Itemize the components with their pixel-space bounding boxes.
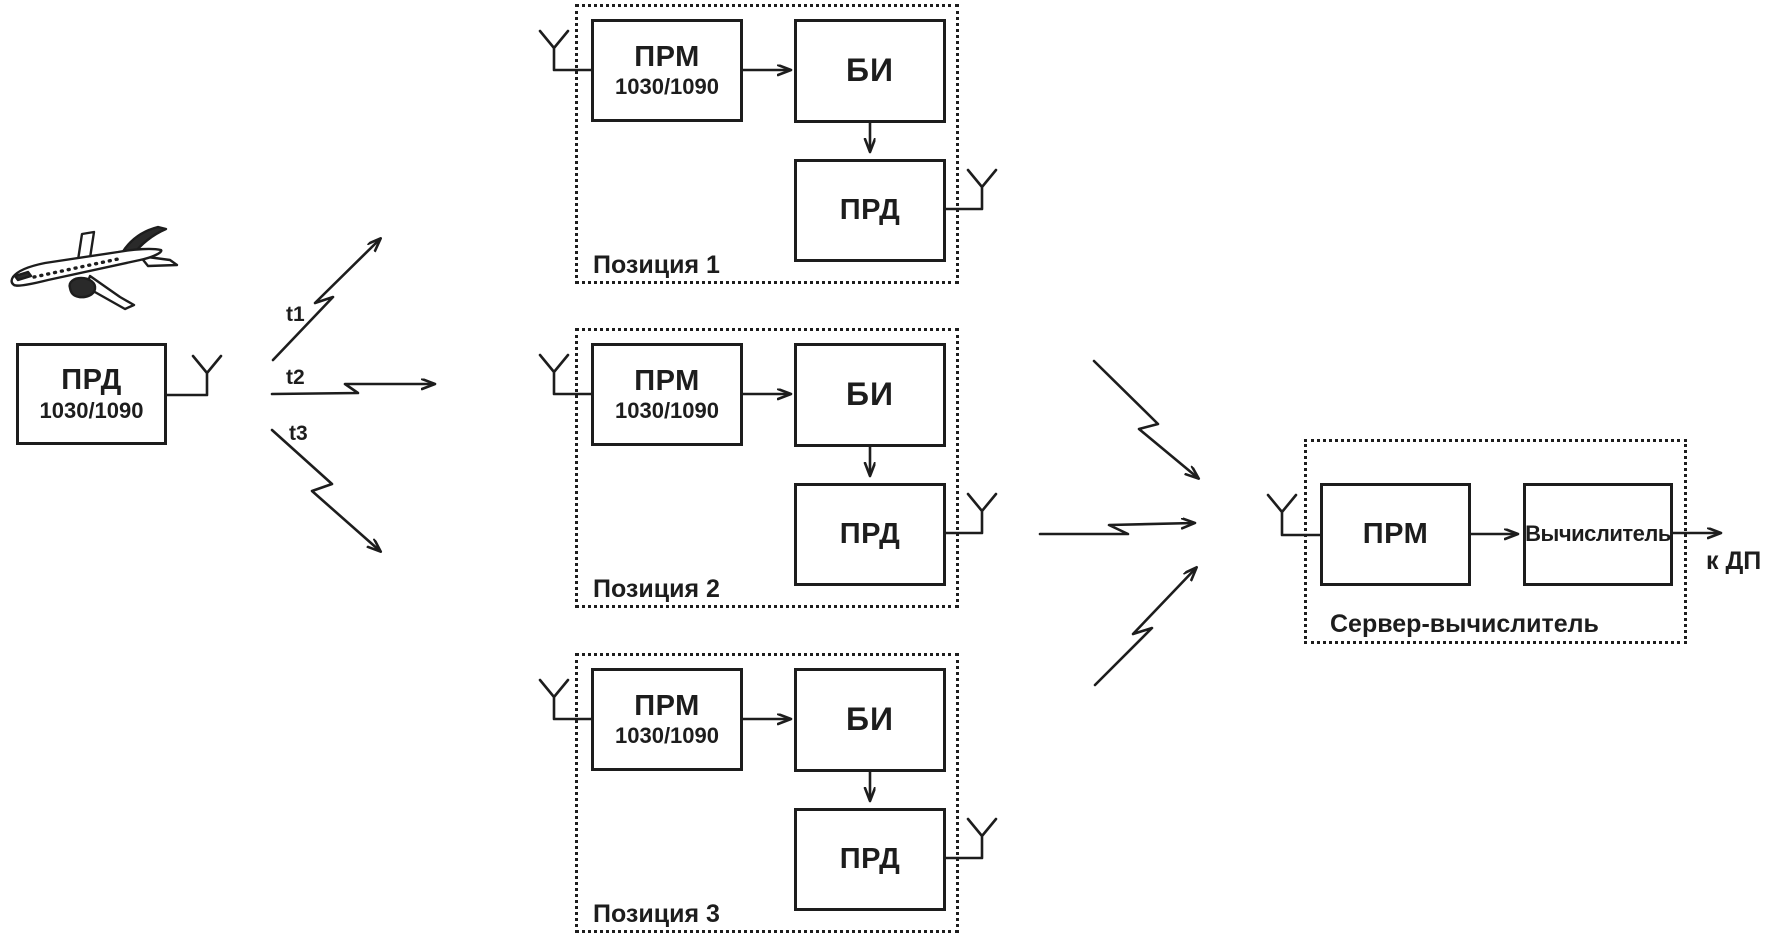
aircraft-transmitter-block: ПРД 1030/1090 [16,343,167,445]
server-group [1304,439,1687,644]
antenna-icon [538,353,593,396]
position-3-receiver-block: ПРМ 1030/1090 [591,668,743,771]
airplane-windows [32,257,120,279]
signal-t3-label: t3 [289,422,308,445]
block-title: ПРД [839,843,901,876]
block-subtitle: 1030/1090 [615,398,719,424]
block-title: ПРМ [1362,518,1429,551]
signal-t1-label: t1 [286,303,305,326]
position-3-info-block: БИ [794,668,946,772]
position-1-info-block: БИ [794,19,946,123]
position-1-label: Позиция 1 [593,251,720,279]
relay-signal-arrow-1 [1092,359,1198,478]
antenna-icon [538,29,593,72]
position-2-receiver-block: ПРМ 1030/1090 [591,343,743,446]
block-title: ПРМ [634,689,700,722]
block-title: ПРМ [634,364,700,397]
block-title: ПРД [839,518,901,551]
server-label: Сервер-вычислитель [1330,610,1599,638]
airplane-fuselage [10,247,163,287]
antenna-icon [165,354,223,397]
position-3-label: Позиция 3 [593,900,720,928]
antenna-icon [538,678,593,721]
block-title: ПРД [839,194,901,227]
position-1-group [575,4,959,284]
block-title: БИ [846,376,894,413]
position-3-group [575,653,959,933]
block-title: ПРД [61,364,122,397]
signal-t2-label: t2 [286,366,305,389]
position-2-label: Позиция 2 [593,575,720,603]
block-title: Вычислитель [1525,521,1671,547]
block-title: БИ [846,701,894,738]
airplane-icon [10,225,179,311]
block-subtitle: 1030/1090 [615,74,719,100]
relay-signal-arrow-2 [1038,523,1194,536]
position-2-transmitter-block: ПРД [794,483,946,586]
block-title: ПРМ [634,40,700,73]
signal-t1-arrow [271,239,380,362]
relay-signal-arrow-3 [1093,568,1196,687]
position-2-info-block: БИ [794,343,946,447]
server-computer-block: Вычислитель [1523,483,1673,586]
airplane-cockpit [13,270,33,282]
block-subtitle: 1030/1090 [615,723,719,749]
position-1-receiver-block: ПРМ 1030/1090 [591,19,743,122]
signal-t2-arrow [270,384,434,396]
antenna-icon [1266,493,1322,537]
signal-t3-arrow [270,428,380,551]
block-title: БИ [846,52,894,89]
position-2-group [575,328,959,608]
position-3-transmitter-block: ПРД [794,808,946,911]
block-subtitle: 1030/1090 [39,397,144,423]
server-receiver-block: ПРМ [1320,483,1471,586]
output-label: к ДП [1706,547,1762,575]
airplane-engine [68,276,97,299]
position-1-transmitter-block: ПРД [794,159,946,262]
